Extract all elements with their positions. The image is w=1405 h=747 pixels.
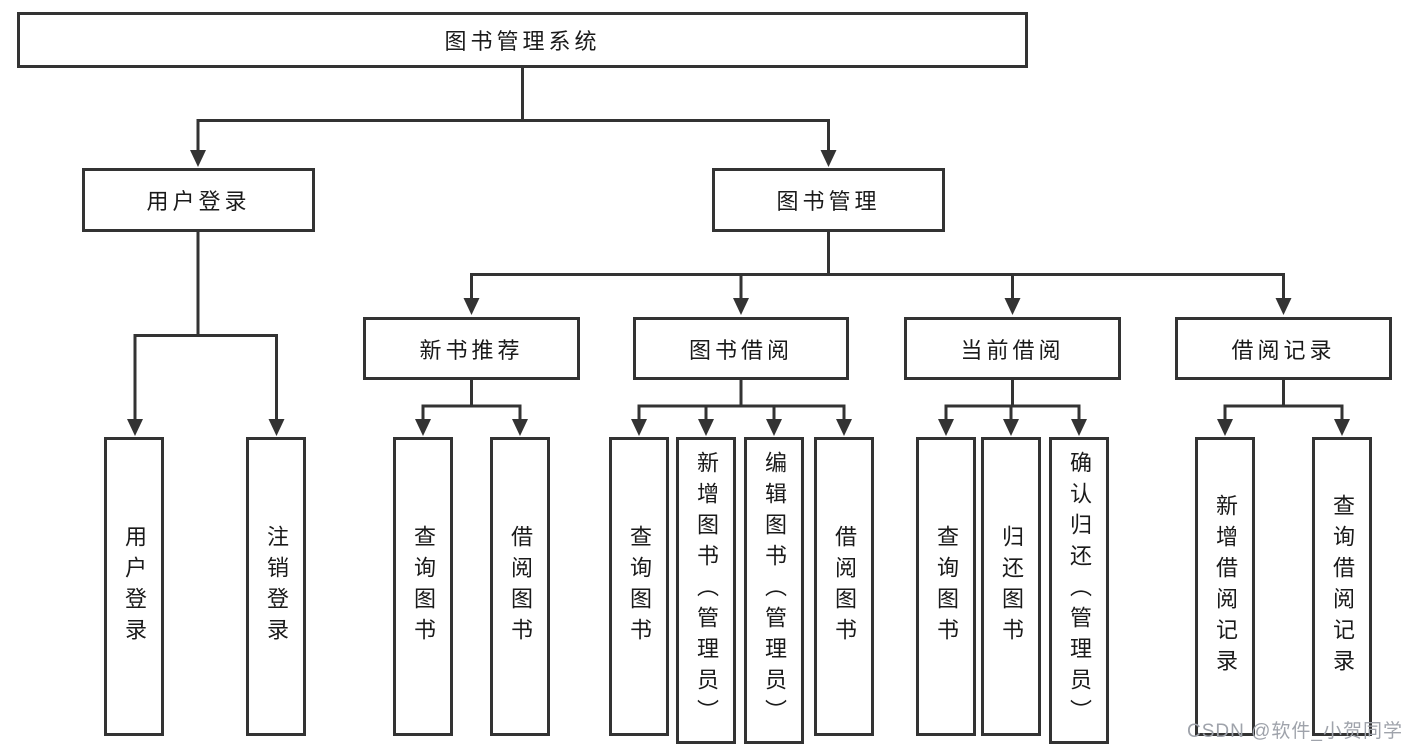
leaf-label: 查询图书 (934, 524, 959, 649)
arrow-down-icon (820, 150, 837, 167)
connector-new-book-children (415, 380, 528, 436)
arrow-down-icon (512, 419, 528, 436)
node-book-borrow: 图书借阅 (633, 317, 849, 380)
arrow-down-icon (1071, 419, 1087, 436)
arrow-down-icon (1275, 298, 1292, 315)
node-new-book-recommend: 新书推荐 (363, 317, 580, 380)
arrow-down-icon (698, 419, 714, 436)
leaf-edit-book-admin: 编辑图书（管理员） (744, 437, 804, 744)
connector-current-borrow-children (938, 380, 1087, 436)
leaf-label: 注销登录 (264, 524, 289, 649)
leaf-logout: 注销登录 (246, 437, 306, 736)
leaf-borrow-book: 借阅图书 (814, 437, 874, 736)
leaf-query-books-current: 查询图书 (916, 437, 976, 736)
leaf-user-login: 用户登录 (104, 437, 164, 736)
leaf-borrow-books-recommend: 借阅图书 (490, 437, 550, 736)
node-current-borrow: 当前借阅 (904, 317, 1121, 380)
arrow-down-icon (938, 419, 954, 436)
node-root-library-system: 图书管理系统 (17, 12, 1028, 68)
leaf-label: 借阅图书 (832, 524, 857, 649)
connector-book-borrow-children (631, 380, 852, 436)
leaf-label: 新增图书（管理员） (694, 451, 719, 730)
node-borrow-record: 借阅记录 (1175, 317, 1392, 380)
csdn-watermark: CSDN @软件_小贺同学 (1187, 721, 1403, 742)
node-book-management: 图书管理 (712, 168, 945, 232)
arrow-down-icon (190, 150, 206, 167)
arrow-down-icon (836, 419, 852, 436)
leaf-label: 归还图书 (999, 524, 1024, 649)
leaf-label: 查询图书 (411, 524, 436, 649)
arrow-down-icon (127, 419, 143, 436)
arrow-down-icon (1334, 419, 1350, 436)
arrow-down-icon (733, 298, 749, 315)
arrow-down-icon (415, 419, 431, 436)
arrow-down-icon (463, 298, 480, 315)
leaf-label: 编辑图书（管理员） (762, 451, 787, 730)
leaf-label: 借阅图书 (508, 524, 533, 649)
leaf-confirm-return-admin: 确认归还（管理员） (1049, 437, 1109, 744)
leaf-label: 新增借阅记录 (1213, 493, 1238, 680)
arrow-down-icon (1003, 419, 1019, 436)
connector-root-to-level2 (190, 68, 837, 167)
leaf-query-borrow-record: 查询借阅记录 (1312, 437, 1372, 736)
leaf-query-books-recommend: 查询图书 (393, 437, 453, 736)
leaf-label: 确认归还（管理员） (1067, 451, 1092, 730)
leaf-add-borrow-record: 新增借阅记录 (1195, 437, 1255, 736)
arrow-down-icon (1217, 419, 1233, 436)
connector-book-management-children (463, 232, 1292, 315)
leaf-query-books-borrow: 查询图书 (609, 437, 669, 736)
connector-user-login-children (127, 232, 285, 436)
arrow-down-icon (268, 419, 285, 436)
arrow-down-icon (631, 419, 647, 436)
node-user-login: 用户登录 (82, 168, 315, 232)
leaf-label: 查询图书 (627, 524, 652, 649)
leaf-label: 查询借阅记录 (1330, 493, 1355, 680)
leaf-return-book: 归还图书 (981, 437, 1041, 736)
arrow-down-icon (1004, 298, 1021, 315)
leaf-add-book-admin: 新增图书（管理员） (676, 437, 736, 744)
connector-borrow-record-children (1217, 380, 1350, 436)
leaf-label: 用户登录 (122, 524, 147, 649)
arrow-down-icon (766, 419, 782, 436)
